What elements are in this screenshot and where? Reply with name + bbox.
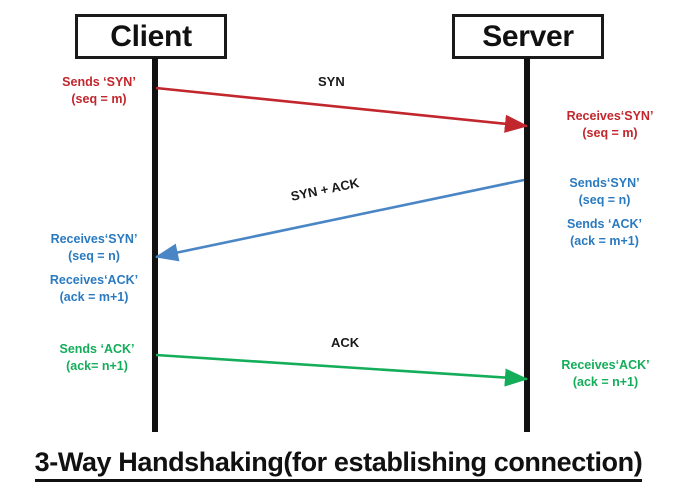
note-line: (ack= n+1) — [66, 359, 128, 373]
syn-ack-arrow-label: SYN + ACK — [289, 175, 361, 204]
diagram-caption-text: 3-Way Handshaking(for establishing conne… — [34, 447, 643, 482]
note-server-receives-ack: Receives‘ACK’ (ack = n+1) — [538, 357, 673, 391]
note-line: Receives‘SYN’ — [566, 109, 654, 123]
server-lifeline — [524, 58, 530, 432]
note-line: (ack = n+1) — [572, 375, 639, 389]
note-line: Sends ‘SYN’ — [62, 75, 136, 89]
note-server-sends-syn-ack: Sends‘SYN’ (seq = n) Sends ‘ACK’ (ack = … — [537, 175, 672, 250]
note-line: Sends ‘ACK’ — [59, 342, 135, 356]
note-line: Sends‘SYN’ — [569, 176, 640, 190]
note-line: Receives‘SYN’ — [50, 232, 138, 246]
note-line: (ack = m+1) — [59, 290, 129, 304]
note-line: (ack = m+1) — [570, 234, 639, 248]
ack-arrow — [155, 353, 529, 387]
note-line: Sends ‘ACK’ — [566, 217, 642, 231]
server-node-box: Server — [452, 14, 604, 59]
note-line: Receives‘ACK’ — [561, 358, 650, 372]
ack-arrow-label: ACK — [331, 335, 360, 350]
note-server-receives-syn: Receives‘SYN’ (seq = m) — [545, 108, 675, 142]
syn-arrow-label: SYN — [318, 74, 345, 89]
client-node-box: Client — [75, 14, 227, 59]
note-line: (seq = n) — [68, 249, 120, 263]
note-client-sends-ack: Sends ‘ACK’ (ack= n+1) — [32, 341, 162, 375]
note-client-sends-syn: Sends ‘SYN’ (seq = m) — [34, 74, 164, 108]
syn-arrow — [155, 86, 529, 133]
note-line: (seq = m) — [71, 92, 127, 106]
note-client-receives-syn-ack: Receives‘SYN’ (seq = n) Receives‘ACK’ (a… — [26, 231, 162, 306]
note-line: (seq = m) — [582, 126, 638, 140]
note-line: Receives‘ACK’ — [49, 273, 139, 287]
note-line: (seq = n) — [578, 193, 631, 207]
diagram-caption: 3-Way Handshaking(for establishing conne… — [0, 447, 677, 482]
